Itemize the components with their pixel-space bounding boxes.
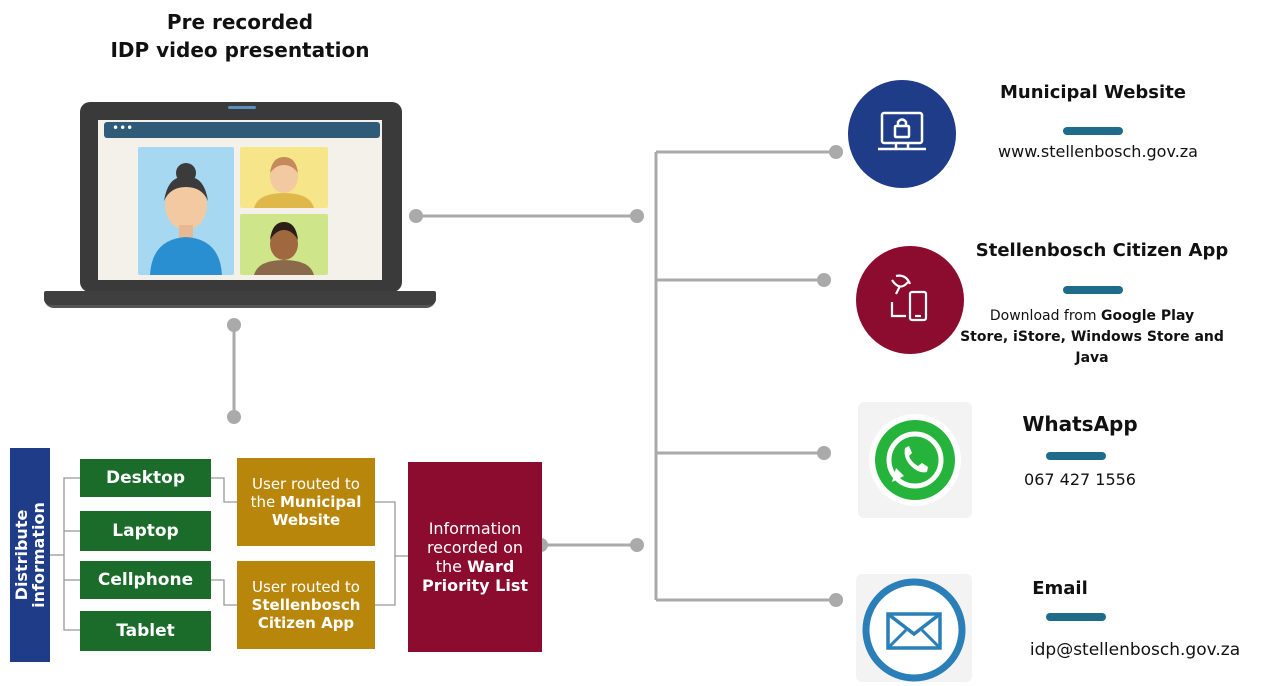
channel-text-app: Download from Google Play Store, iStore,… (940, 306, 1244, 369)
channel-title-email: Email (1032, 578, 1088, 599)
ward-line: Information (428, 519, 522, 538)
device-laptop: Laptop (80, 511, 211, 551)
video-tile-person-2 (240, 147, 328, 208)
title-line-2: IDP video presentation (110, 38, 370, 62)
distribute-information-bar: Distribute information (10, 448, 50, 662)
app-text-line: Download from Google Play (989, 308, 1195, 324)
woman-avatar-icon (150, 163, 222, 275)
route-line: User routed to (252, 578, 360, 596)
channel-title-website: Municipal Website (999, 82, 1187, 103)
route-line: Stellenbosch (251, 596, 361, 614)
email-channel-tile (856, 574, 972, 682)
channel-divider (1063, 286, 1123, 294)
route-line: Citizen App (257, 614, 355, 632)
channel-divider (1063, 127, 1123, 135)
device-cellphone: Cellphone (80, 561, 211, 599)
whatsapp-icon (869, 414, 961, 506)
channel-divider (1046, 452, 1106, 460)
route-line: Website (271, 511, 341, 529)
diagram-title: Pre recorded IDP video presentation (60, 8, 420, 64)
device-desktop: Desktop (80, 459, 211, 497)
route-line: the Municipal (250, 493, 362, 511)
channel-text-website: www.stellenbosch.gov.za (998, 142, 1198, 161)
laptop-lock-icon (878, 111, 926, 151)
channel-title-app: Stellenbosch Citizen App (975, 240, 1229, 261)
ward-line: recorded on (426, 538, 524, 557)
channel-text-email: idp@stellenbosch.gov.za (1029, 640, 1241, 660)
route-citizen-app: User routed to Stellenbosch Citizen App (237, 561, 375, 649)
envelope-icon (862, 578, 966, 682)
device-tablet: Tablet (80, 611, 211, 651)
person-avatar-icon (254, 222, 314, 275)
channel-divider (1046, 613, 1106, 621)
title-line-1: Pre recorded (166, 10, 314, 34)
laptop-camera (228, 106, 256, 109)
app-text-line: Store, iStore, Windows Store and (960, 329, 1224, 345)
ward-line: Priority List (422, 576, 528, 595)
ward-line: the Ward (435, 557, 515, 576)
channel-title-whatsapp: WhatsApp (1022, 412, 1138, 436)
video-tile-person-3 (240, 214, 328, 275)
channel-text-whatsapp: 067 427 1556 (1024, 470, 1136, 489)
route-municipal-website: User routed to the Municipal Website (237, 458, 375, 546)
app-text-line: Java (1075, 350, 1109, 366)
website-channel-badge (848, 80, 956, 188)
video-tile-woman (138, 147, 234, 275)
browser-bar: ••• (104, 122, 380, 138)
app-channel-badge (856, 246, 964, 354)
ward-priority-list-box: Information recorded on the Ward Priorit… (408, 462, 542, 652)
laptop-base (44, 291, 436, 305)
route-line: User routed to (252, 475, 360, 493)
phone-satellite-icon (890, 274, 928, 322)
whatsapp-channel-tile (858, 402, 972, 518)
person-avatar-icon (254, 157, 314, 208)
distribute-information-label: Distribute information (12, 502, 48, 608)
